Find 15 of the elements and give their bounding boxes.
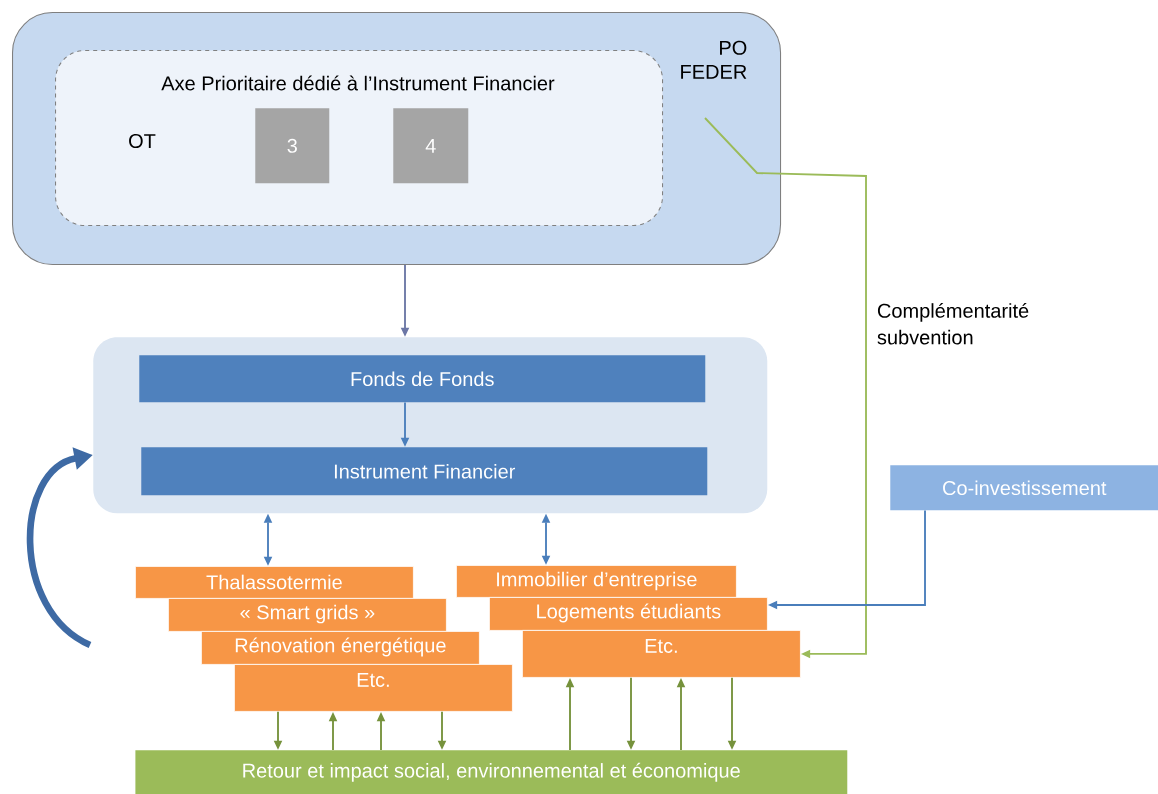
category-box: Etc. xyxy=(234,664,513,712)
category-box: Logements étudiants xyxy=(489,597,768,631)
edge-label: Complémentarité subvention xyxy=(874,300,1047,348)
number-box: 3 xyxy=(255,108,330,184)
process-box: Fonds de Fonds xyxy=(139,355,706,403)
number-box: 4 xyxy=(393,108,469,184)
process-box: Instrument Financier xyxy=(141,447,708,496)
connector-arrow xyxy=(704,117,867,659)
category-box: « Smart grids » xyxy=(168,598,447,632)
result-bar: Retour et impact social, environnemental et économique xyxy=(135,750,848,794)
category-box: Thalassotermie xyxy=(135,566,414,599)
category-box: Immobilier d’entreprise xyxy=(456,565,737,598)
category-box: Etc. xyxy=(522,630,801,678)
category-box: Rénovation énergétique xyxy=(201,631,480,665)
process-box: Co-investissement xyxy=(890,465,1158,511)
